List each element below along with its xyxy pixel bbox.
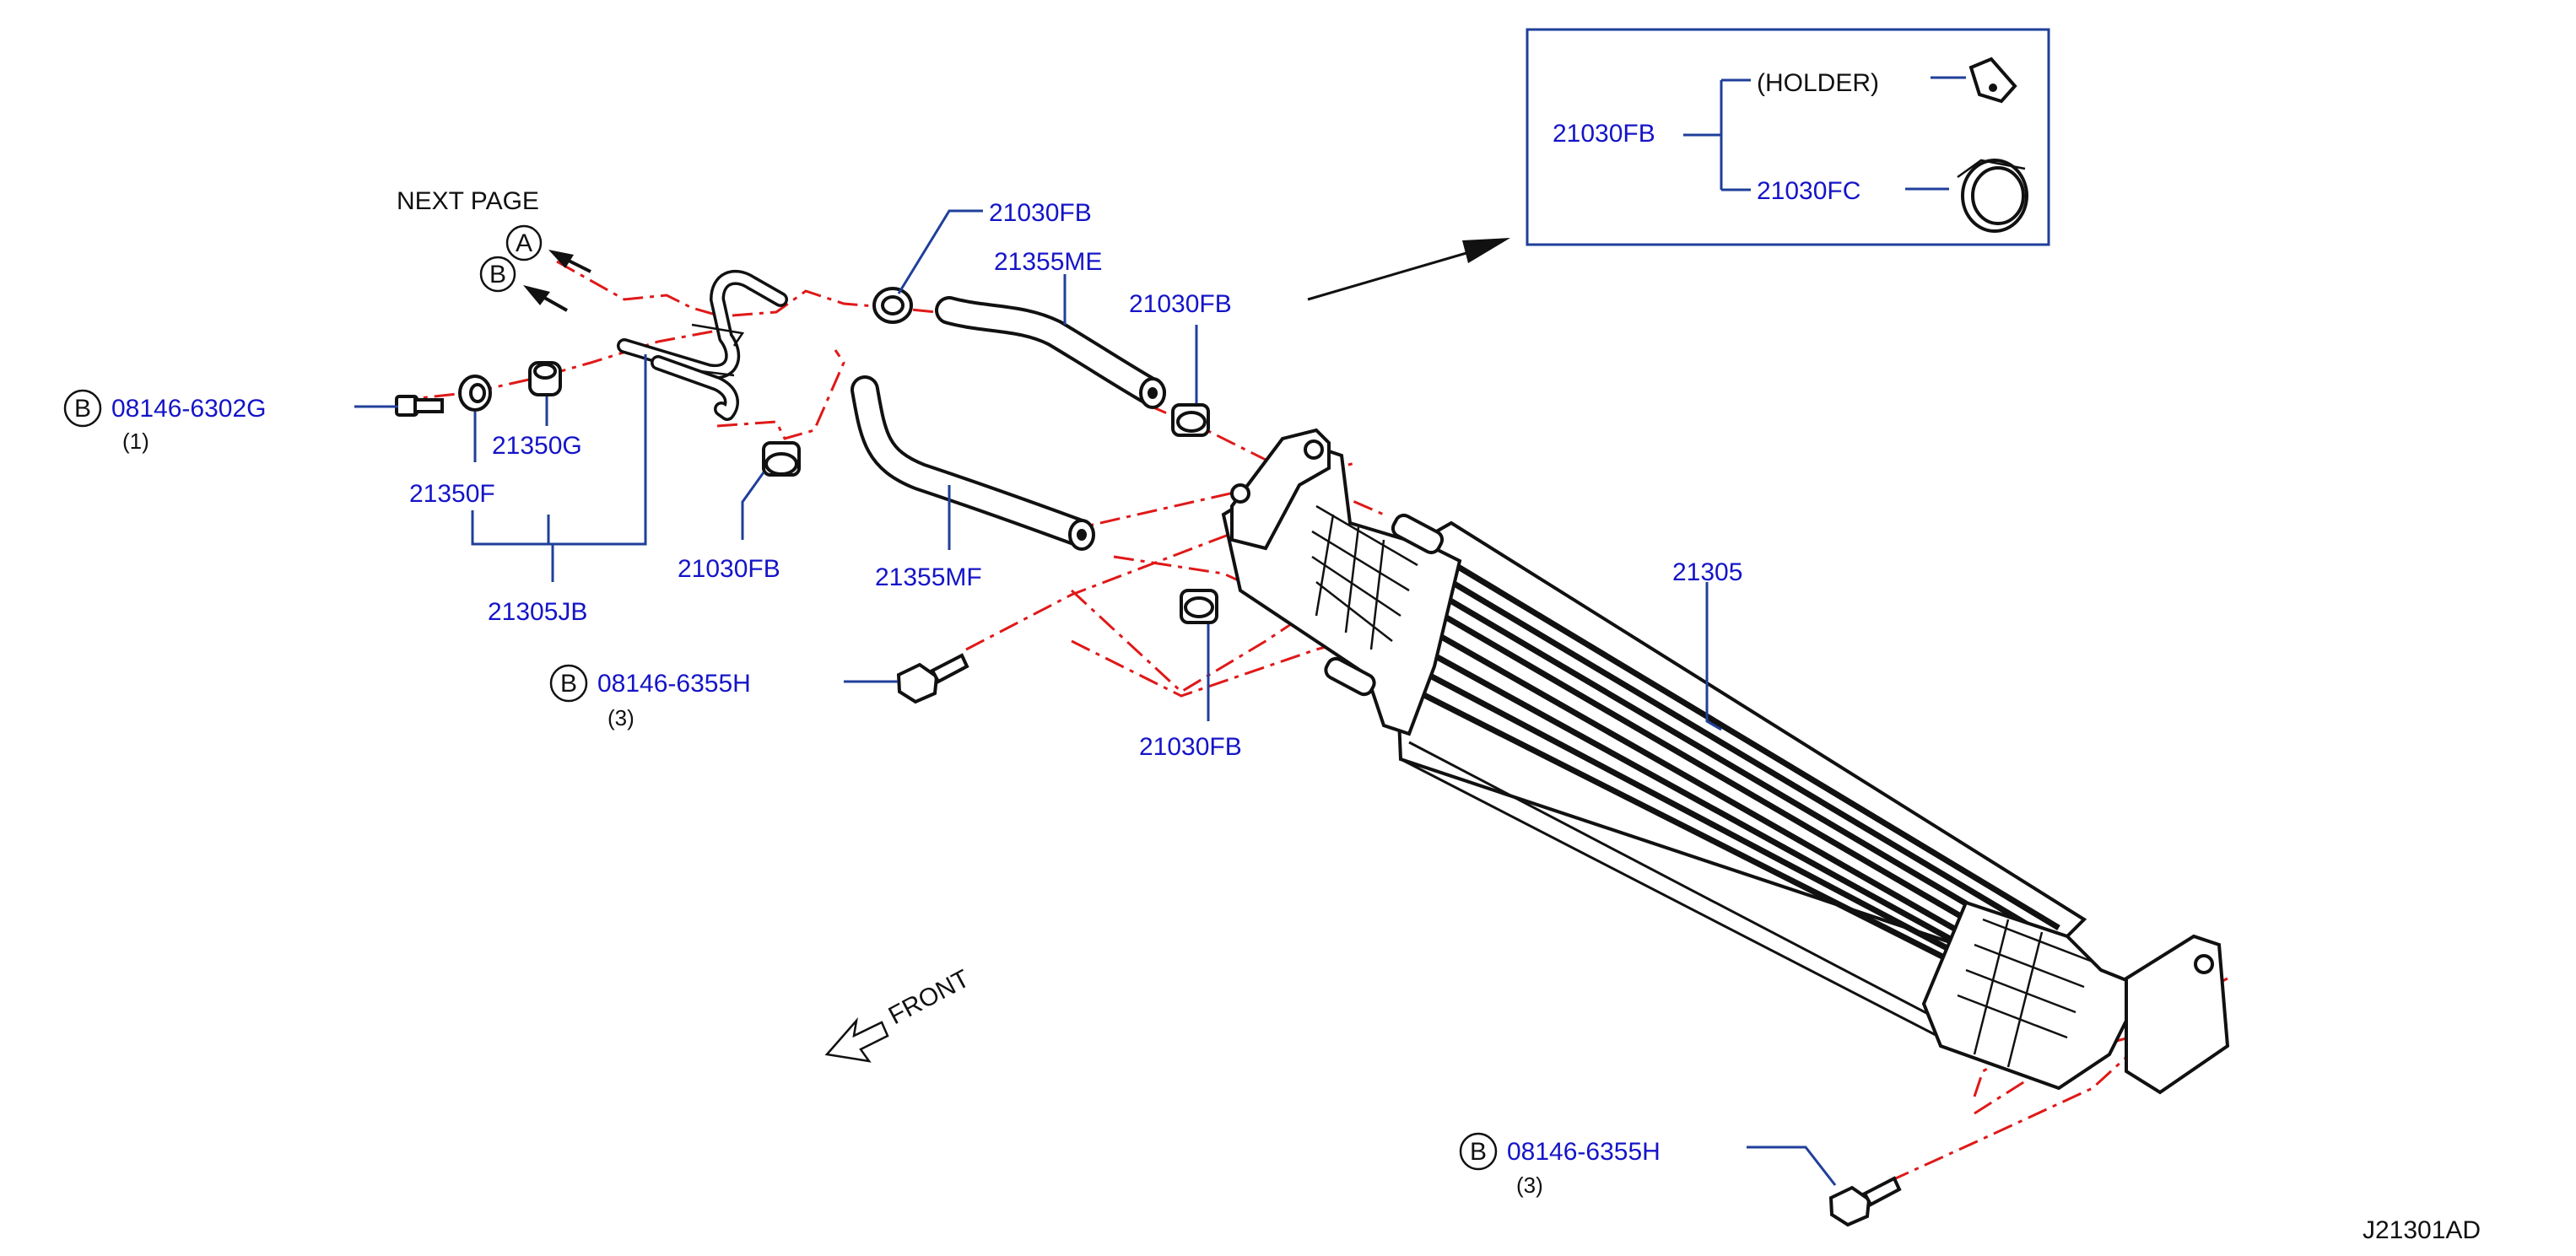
clip-lower-icon bbox=[1180, 589, 1218, 624]
inset-parent-label: 21030FB bbox=[1553, 120, 1655, 148]
bolt-mid-icon bbox=[896, 653, 969, 704]
inset-leaders bbox=[1905, 76, 1966, 191]
clip-left-icon bbox=[762, 441, 801, 477]
pipe-assembly-21305jb bbox=[617, 269, 788, 421]
bolt-bottom-qty: (3) bbox=[1516, 1172, 1543, 1198]
label-clip-left: 21030FB bbox=[678, 555, 780, 583]
inset-child-label: 21030FC bbox=[1757, 177, 1860, 205]
label-21350g: 21350G bbox=[492, 432, 582, 460]
callout-bolt-top: B 08146-6302G (1) bbox=[63, 389, 267, 454]
hose-21355mf bbox=[851, 375, 1095, 551]
clip-right-icon bbox=[1171, 403, 1210, 437]
holder-clip-icon bbox=[1968, 57, 2017, 104]
marker-b-letter: B bbox=[489, 261, 506, 288]
bolt-top-part: 08146-6302G bbox=[111, 395, 267, 423]
inset-bracket bbox=[1683, 78, 1751, 191]
bolt-top-prefix: B bbox=[74, 395, 91, 423]
inset-pointer-arrow bbox=[1307, 238, 1510, 301]
diagram-id: J21301AD bbox=[2363, 1216, 2481, 1244]
left-tank-ribs bbox=[1311, 504, 1418, 650]
label-21305jb: 21305JB bbox=[488, 598, 587, 626]
label-21355me: 21355ME bbox=[994, 248, 1102, 276]
bolt-mid-qty: (3) bbox=[608, 705, 635, 730]
inset-holder-label: (HOLDER) bbox=[1757, 69, 1879, 97]
hose-21355me bbox=[935, 296, 1166, 409]
bolt-mid-prefix: B bbox=[560, 670, 577, 698]
oil-cooler-21305 bbox=[1221, 428, 2230, 1095]
leader-lines bbox=[354, 209, 1837, 1186]
inset-box: 21030FB (HOLDER) 21030FC bbox=[1526, 28, 2050, 246]
marker-a: A bbox=[505, 224, 591, 273]
bolt-top-qty: (1) bbox=[122, 429, 149, 454]
bolt-bottom-icon bbox=[1828, 1176, 1902, 1227]
bolt-mid-part: 08146-6355H bbox=[597, 670, 751, 698]
front-label: FRONT bbox=[884, 965, 975, 1031]
bolt-bottom-part: 08146-6355H bbox=[1507, 1138, 1661, 1166]
front-arrow-icon bbox=[824, 1016, 889, 1063]
label-clip-lower: 21030FB bbox=[1139, 733, 1242, 761]
inset-frame bbox=[1526, 28, 2050, 246]
marker-b: B bbox=[479, 256, 568, 312]
label-clip-right: 21030FB bbox=[1129, 290, 1232, 318]
cooler-tubes bbox=[1407, 550, 2060, 1004]
label-21350f: 21350F bbox=[409, 480, 495, 508]
clip-top-icon bbox=[872, 287, 913, 324]
label-clip-top: 21030FB bbox=[989, 199, 1092, 227]
circle-b-bottom bbox=[1459, 1132, 1498, 1171]
grommet-21350f-icon bbox=[458, 375, 492, 412]
hose-clamp-21030fc-icon bbox=[1957, 159, 2028, 233]
next-page-label: NEXT PAGE bbox=[397, 187, 539, 215]
right-tank-ribs bbox=[1957, 918, 2093, 1068]
label-21305: 21305 bbox=[1672, 558, 1742, 586]
callout-bolt-mid: B 08146-6355H (3) bbox=[549, 664, 751, 730]
bolt-top-icon bbox=[395, 395, 444, 417]
label-21355mf: 21355MF bbox=[875, 563, 982, 591]
bolt-bottom-prefix: B bbox=[1470, 1138, 1487, 1166]
callout-bolt-bottom: B 08146-6355H (3) bbox=[1459, 1132, 1661, 1198]
circle-b-mid bbox=[549, 664, 588, 703]
circle-b-top bbox=[63, 389, 102, 428]
marker-a-letter: A bbox=[516, 229, 532, 257]
grommet-21350g-icon bbox=[528, 361, 562, 396]
